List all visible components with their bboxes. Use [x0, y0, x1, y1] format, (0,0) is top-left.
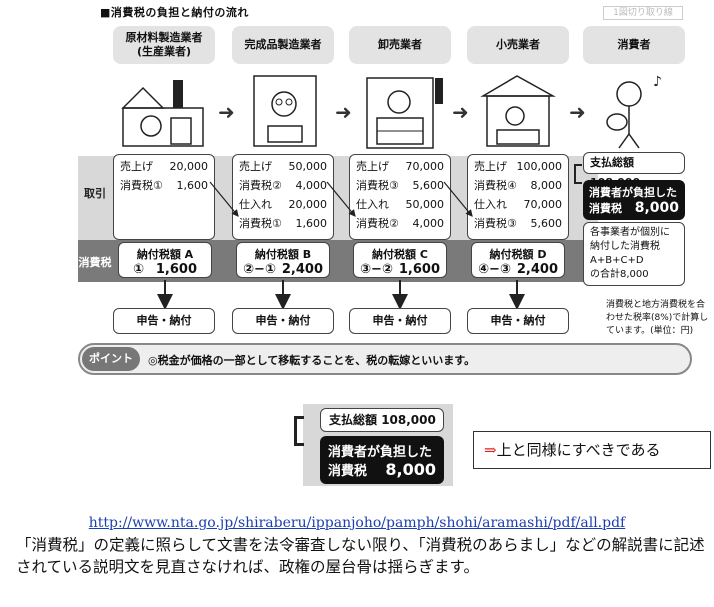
tax-transfer-arrows: [209, 181, 473, 217]
bracket-connector: [574, 164, 582, 184]
flow-arrow-icon: ➜: [452, 100, 469, 124]
callout-box: ⇒上と同様にすべきである: [473, 431, 711, 469]
consumer-total-box: 支払総額 108,000: [583, 152, 685, 189]
declaration-box: 申告・納付: [467, 308, 569, 334]
retailer-illustration: [480, 75, 556, 147]
body-text: 「消費税」の定義に照らして文書を法令審査しない限り、「消費税のあらまし」などの解…: [16, 536, 705, 576]
zoom-total-box: 支払総額 108,000: [320, 408, 444, 432]
stage-header-manufacturer: 完成品製造業者: [232, 26, 334, 64]
manufacturer-illustration: [253, 75, 317, 147]
flow-arrow-icon: ➜: [335, 100, 352, 124]
stage-header-retailer: 小売業者: [467, 26, 569, 64]
declaration-box: 申告・納付: [113, 308, 215, 334]
consumer-detail-box: 各事業者が個別に 納付した消費税 A+B+C+D の合計8,000: [583, 222, 685, 286]
stage-header-producer: 原材料製造業者 (生産業者): [113, 26, 215, 64]
stage-header-consumer: 消費者: [583, 26, 685, 64]
stage-header-wholesaler: 卸売業者: [349, 26, 451, 64]
arrow-mark-icon: ⇒: [484, 441, 497, 459]
point-label: ポイント: [82, 347, 140, 371]
corner-tag: 1図切り取り線: [603, 6, 683, 20]
point-text: ◎税金が価格の一部として移転することを、税の転嫁といいます。: [148, 354, 476, 367]
svg-text:♪: ♪: [653, 74, 662, 90]
unit-note: 消費税と地方消費税を合わせた税率(8%)で計算しています。(単位：円): [606, 300, 709, 336]
point-bar: [78, 343, 692, 375]
producer-illustration: [121, 80, 204, 147]
wholesaler-illustration: [366, 77, 443, 149]
declaration-box: 申告・納付: [349, 308, 451, 334]
row-label-transaction: 取引: [84, 187, 106, 200]
consumer-illustration: ♪: [606, 74, 662, 149]
zoom-bracket: [294, 416, 304, 446]
row-label-tax: 消費税: [78, 256, 112, 269]
declaration-box: 申告・納付: [232, 308, 334, 334]
flow-arrow-icon: ➜: [569, 100, 586, 124]
flow-arrow-icon: ➜: [218, 100, 235, 124]
source-link[interactable]: http://www.nta.go.jp/shiraberu/ippanjoho…: [88, 515, 626, 531]
down-arrows: [157, 280, 525, 308]
diagram-title: ■消費税の負担と納付の流れ: [100, 6, 249, 19]
